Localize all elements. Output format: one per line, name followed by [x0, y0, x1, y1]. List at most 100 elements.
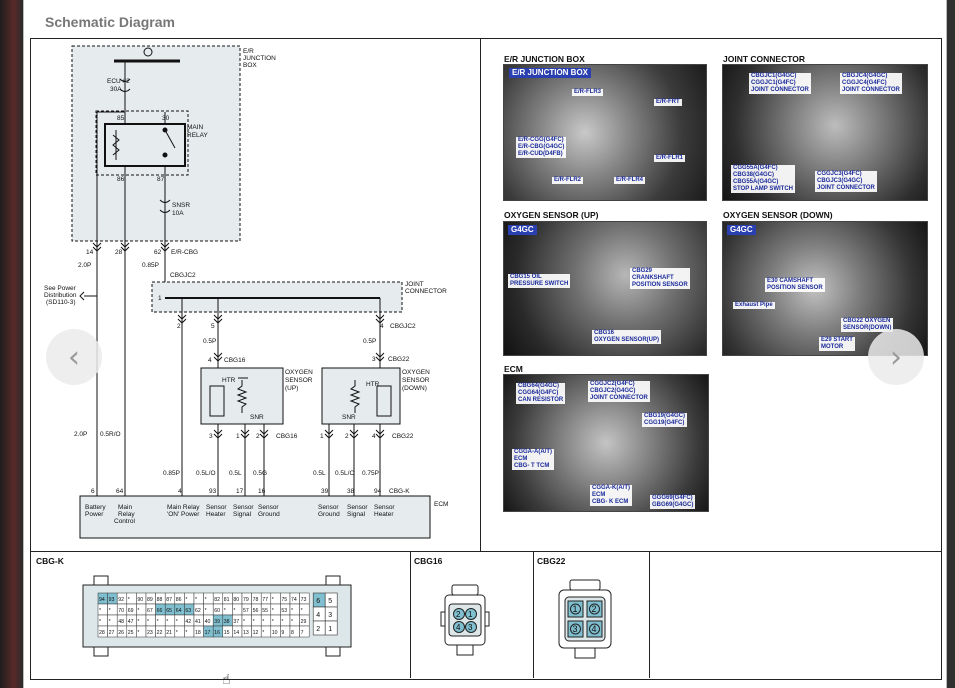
cbgk-side-pin-cell	[324, 620, 338, 636]
svg-text:Ground: Ground	[318, 511, 340, 518]
svg-text:Signal: Signal	[347, 511, 366, 518]
svg-text:4: 4	[208, 357, 212, 364]
next-slide-button[interactable]: ›	[868, 329, 924, 385]
wiring-schematic: E/R JUNCTION BOX ECU #2 30A MAIN RELAY 8…	[44, 45, 448, 539]
svg-text:1: 1	[468, 610, 473, 619]
svg-text:CBG16: CBG16	[276, 433, 298, 440]
cbgk-label: CBG-K	[36, 556, 64, 566]
cbgk-pin-number: *	[137, 608, 139, 614]
svg-text:2.0P: 2.0P	[78, 262, 91, 269]
svg-text:1: 1	[236, 433, 240, 440]
svg-text:1: 1	[573, 604, 578, 614]
svg-text:Heater: Heater	[206, 511, 226, 518]
cbgk-pin-number: *	[243, 619, 245, 625]
cbgk-pin-number: *	[99, 619, 101, 625]
svg-text:CBGJC2: CBGJC2	[170, 272, 196, 279]
cbgk-pin-number: 21	[166, 630, 172, 636]
previous-slide-button[interactable]: ‹	[46, 329, 102, 385]
o2-up-caption: OXYGEN SENSOR (UP)	[504, 210, 599, 220]
cbgk-pin-number: 65	[166, 608, 172, 614]
svg-text:0.5G: 0.5G	[253, 470, 267, 477]
er-junction-box	[71, 45, 241, 242]
cbgk-pin-number: *	[224, 608, 226, 614]
svg-text:3: 3	[209, 433, 213, 440]
svg-text:BOX: BOX	[243, 62, 257, 69]
cbgk-pin-number: *	[272, 619, 274, 625]
cbgk-pin-number: *	[99, 608, 101, 614]
svg-text:62: 62	[154, 249, 162, 256]
cbgk-pin-number: *	[272, 597, 274, 603]
svg-text:CONNECTOR: CONNECTOR	[405, 288, 447, 295]
cbgk-pin-number: 57	[243, 608, 249, 614]
cbgk-pin-number: 38	[224, 619, 230, 625]
svg-text:28: 28	[115, 249, 123, 256]
horizontal-divider	[30, 551, 941, 552]
cbgk-pin-number: *	[176, 630, 178, 636]
svg-text:CBG16: CBG16	[224, 357, 246, 364]
svg-text:ECU #2: ECU #2	[107, 78, 130, 85]
cbgk-pin-number: 41	[195, 619, 201, 625]
cbgk-pin-number: 90	[137, 597, 143, 603]
svg-text:2.0P: 2.0P	[74, 431, 87, 438]
joint-caption: JOINT CONNECTOR	[723, 54, 806, 64]
cbgk-pin-number: 79	[243, 597, 249, 603]
cbgk-pin-number: 67	[147, 608, 153, 614]
svg-text:4: 4	[592, 624, 597, 634]
cbgk-pin-number: 88	[157, 597, 163, 603]
svg-text:Sensor: Sensor	[258, 504, 279, 511]
cbgk-pin-number: *	[233, 608, 235, 614]
cbgk-pin-number: 74	[291, 597, 297, 603]
svg-text:0.5P: 0.5P	[203, 338, 216, 345]
cbgk-pin-number: 86	[176, 597, 182, 603]
cbgk-pin-number: 25	[128, 630, 134, 636]
cbgk-pin-number: *	[109, 608, 111, 614]
cbgk-pin-number: 53	[281, 608, 287, 614]
cbgk-pin-number: 15	[224, 630, 230, 636]
cbgk-pin-number: 63	[185, 608, 191, 614]
page-title: Schematic Diagram	[45, 14, 175, 30]
svg-text:3: 3	[372, 356, 376, 363]
svg-text:0.5L: 0.5L	[229, 470, 242, 477]
cbgk-pin-number: 73	[301, 597, 307, 603]
svg-text:E/R: E/R	[243, 48, 254, 55]
cbg22-connector: 1 2 3 4	[558, 579, 612, 659]
svg-text:1: 1	[158, 295, 162, 302]
cbgk-pin-number: *	[205, 597, 207, 603]
svg-text:5: 5	[211, 323, 215, 330]
svg-text:Sensor: Sensor	[347, 504, 368, 511]
cbgk-pin-number: *	[253, 619, 255, 625]
svg-text:0.85P: 0.85P	[142, 262, 159, 269]
cbgk-pin-number: 66	[157, 608, 163, 614]
er-box-caption: E/R JUNCTION BOX	[504, 54, 585, 64]
svg-text:Ground: Ground	[258, 511, 280, 518]
connector-divider-3	[649, 551, 650, 678]
chevron-right-icon: ›	[890, 339, 902, 375]
cbgk-pin-number: *	[281, 619, 283, 625]
svg-text:Power: Power	[85, 511, 104, 518]
cbgk-pin-number: *	[109, 619, 111, 625]
cbg22-label: CBG22	[537, 556, 566, 566]
svg-text:2: 2	[456, 610, 461, 619]
svg-text:87: 87	[157, 176, 165, 183]
cbgk-pin-number: *	[205, 608, 207, 614]
chevron-left-icon: ‹	[68, 339, 80, 375]
svg-text:(SD110-3): (SD110-3)	[46, 299, 76, 306]
cbgk-side-pin-number: 5	[328, 598, 332, 605]
vertical-divider	[480, 38, 481, 551]
cbgk-pin-number: 70	[118, 608, 124, 614]
cbgk-pin-number: *	[185, 630, 187, 636]
svg-text:(DOWN): (DOWN)	[402, 385, 427, 392]
svg-text:39: 39	[321, 488, 329, 495]
svg-text:64: 64	[116, 488, 124, 495]
cbgk-pin-number: 55	[262, 608, 268, 614]
cbgk-pin-number: 75	[281, 597, 287, 603]
svg-text:OXYGEN: OXYGEN	[402, 369, 430, 376]
er-box-photo: E/R JUNCTION BOX E/R-FLR3 E/R-FRT E/R-CG…	[503, 64, 707, 201]
cbgk-pin-number: 17	[205, 630, 211, 636]
cbgk-pin-cell	[299, 625, 310, 638]
cbgk-pin-number: 81	[224, 597, 230, 603]
cbgk-pin-number: *	[176, 619, 178, 625]
svg-text:SNR: SNR	[250, 414, 264, 421]
cbgk-pin-number: *	[128, 597, 130, 603]
